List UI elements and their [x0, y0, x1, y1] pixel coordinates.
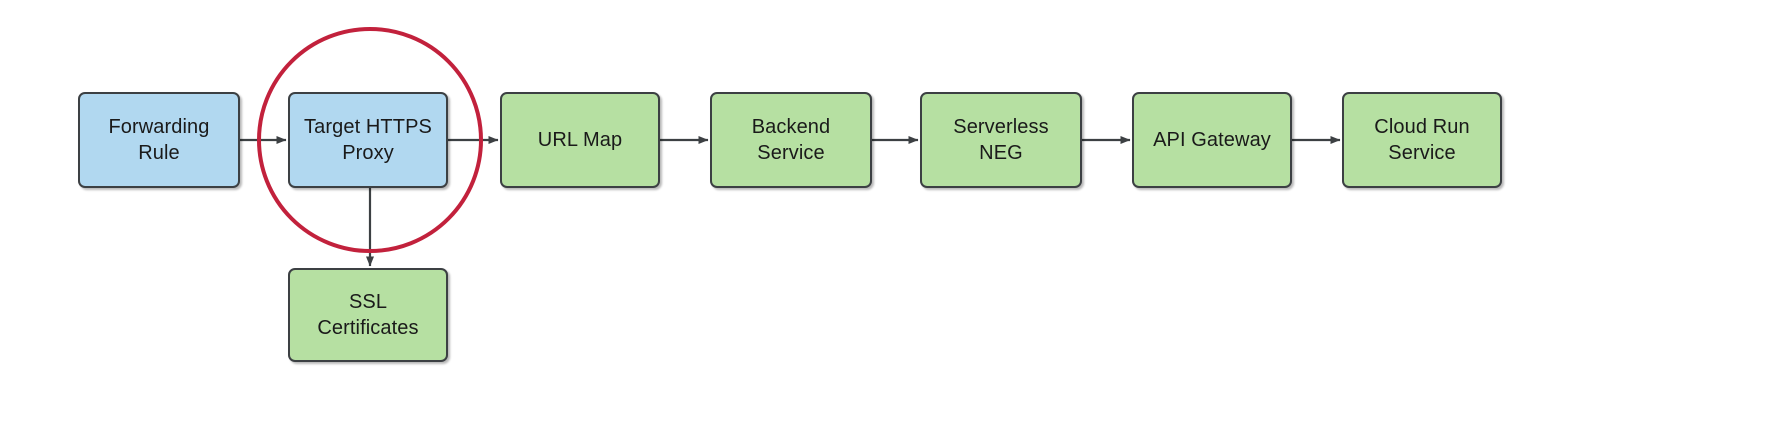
target-https-proxy-highlight-circle [257, 27, 483, 253]
node-cloud-run-service-label: Cloud Run Service [1374, 116, 1470, 164]
node-backend-service[interactable]: Backend Service [710, 92, 872, 188]
node-serverless-neg-label: Serverless NEG [953, 116, 1049, 164]
node-forwarding-rule[interactable]: Forwarding Rule [78, 92, 240, 188]
node-backend-service-label: Backend Service [751, 116, 831, 164]
node-forwarding-rule-label: Forwarding Rule [108, 116, 210, 164]
node-url-map[interactable]: URL Map [500, 92, 660, 188]
node-api-gateway[interactable]: API Gateway [1132, 92, 1292, 188]
node-cloud-run-service[interactable]: Cloud Run Service [1342, 92, 1502, 188]
node-ssl-certificates[interactable]: SSL Certificates [288, 268, 448, 362]
node-serverless-neg[interactable]: Serverless NEG [920, 92, 1082, 188]
node-target-https-proxy-label: Target HTTPS Proxy [304, 116, 432, 164]
node-ssl-certificates-label: SSL Certificates [317, 291, 419, 339]
node-target-https-proxy[interactable]: Target HTTPS Proxy [288, 92, 448, 188]
node-api-gateway-label: API Gateway [1153, 129, 1271, 151]
node-url-map-label: URL Map [537, 129, 623, 151]
